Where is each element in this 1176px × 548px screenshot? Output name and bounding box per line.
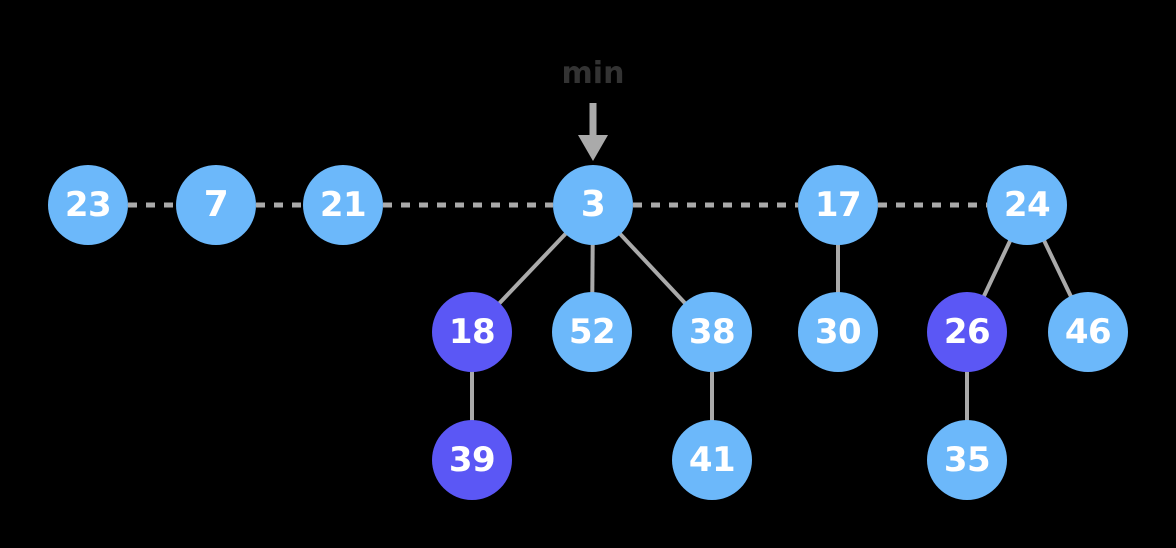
- heap-node-38[interactable]: 38: [672, 292, 752, 372]
- heap-node-24[interactable]: 24: [987, 165, 1067, 245]
- heap-node-label: 39: [448, 440, 496, 480]
- heap-node-30[interactable]: 30: [798, 292, 878, 372]
- heap-node-label: 46: [1064, 312, 1112, 352]
- heap-node-label: 38: [688, 312, 736, 352]
- heap-node-35[interactable]: 35: [927, 420, 1007, 500]
- heap-node-26[interactable]: 26: [927, 292, 1007, 372]
- heap-node-label: 18: [448, 312, 496, 352]
- heap-node-label: 24: [1003, 185, 1051, 225]
- heap-node-label: 23: [64, 185, 112, 225]
- heap-node-label: 17: [814, 185, 862, 225]
- heap-node-46[interactable]: 46: [1048, 292, 1128, 372]
- heap-node-52[interactable]: 52: [552, 292, 632, 372]
- heap-node-3[interactable]: 3: [553, 165, 633, 245]
- heap-node-label: 21: [319, 185, 367, 225]
- tree-edge-n3-n18: [496, 231, 569, 306]
- heap-node-21[interactable]: 21: [303, 165, 383, 245]
- heap-node-label: 52: [568, 312, 616, 352]
- heap-node-label: 35: [943, 440, 991, 480]
- heap-node-39[interactable]: 39: [432, 420, 512, 500]
- tree-edge-n24-n26: [981, 238, 1013, 299]
- tree-edge-n24-n46: [1041, 238, 1074, 299]
- min-pointer-label: min: [561, 56, 625, 91]
- heap-node-label: 30: [814, 312, 862, 352]
- heap-node-7[interactable]: 7: [176, 165, 256, 245]
- heap-node-41[interactable]: 41: [672, 420, 752, 500]
- heap-node-label: 41: [688, 440, 736, 480]
- heap-node-label: 7: [203, 184, 229, 225]
- tree-edge-n3-n38: [617, 231, 688, 306]
- heap-node-23[interactable]: 23: [48, 165, 128, 245]
- heap-node-label: 3: [580, 184, 606, 225]
- min-arrow-head: [578, 135, 608, 161]
- heap-node-18[interactable]: 18: [432, 292, 512, 372]
- heap-node-label: 26: [943, 312, 991, 352]
- min-pointer-arrow: [578, 103, 608, 161]
- heap-node-17[interactable]: 17: [798, 165, 878, 245]
